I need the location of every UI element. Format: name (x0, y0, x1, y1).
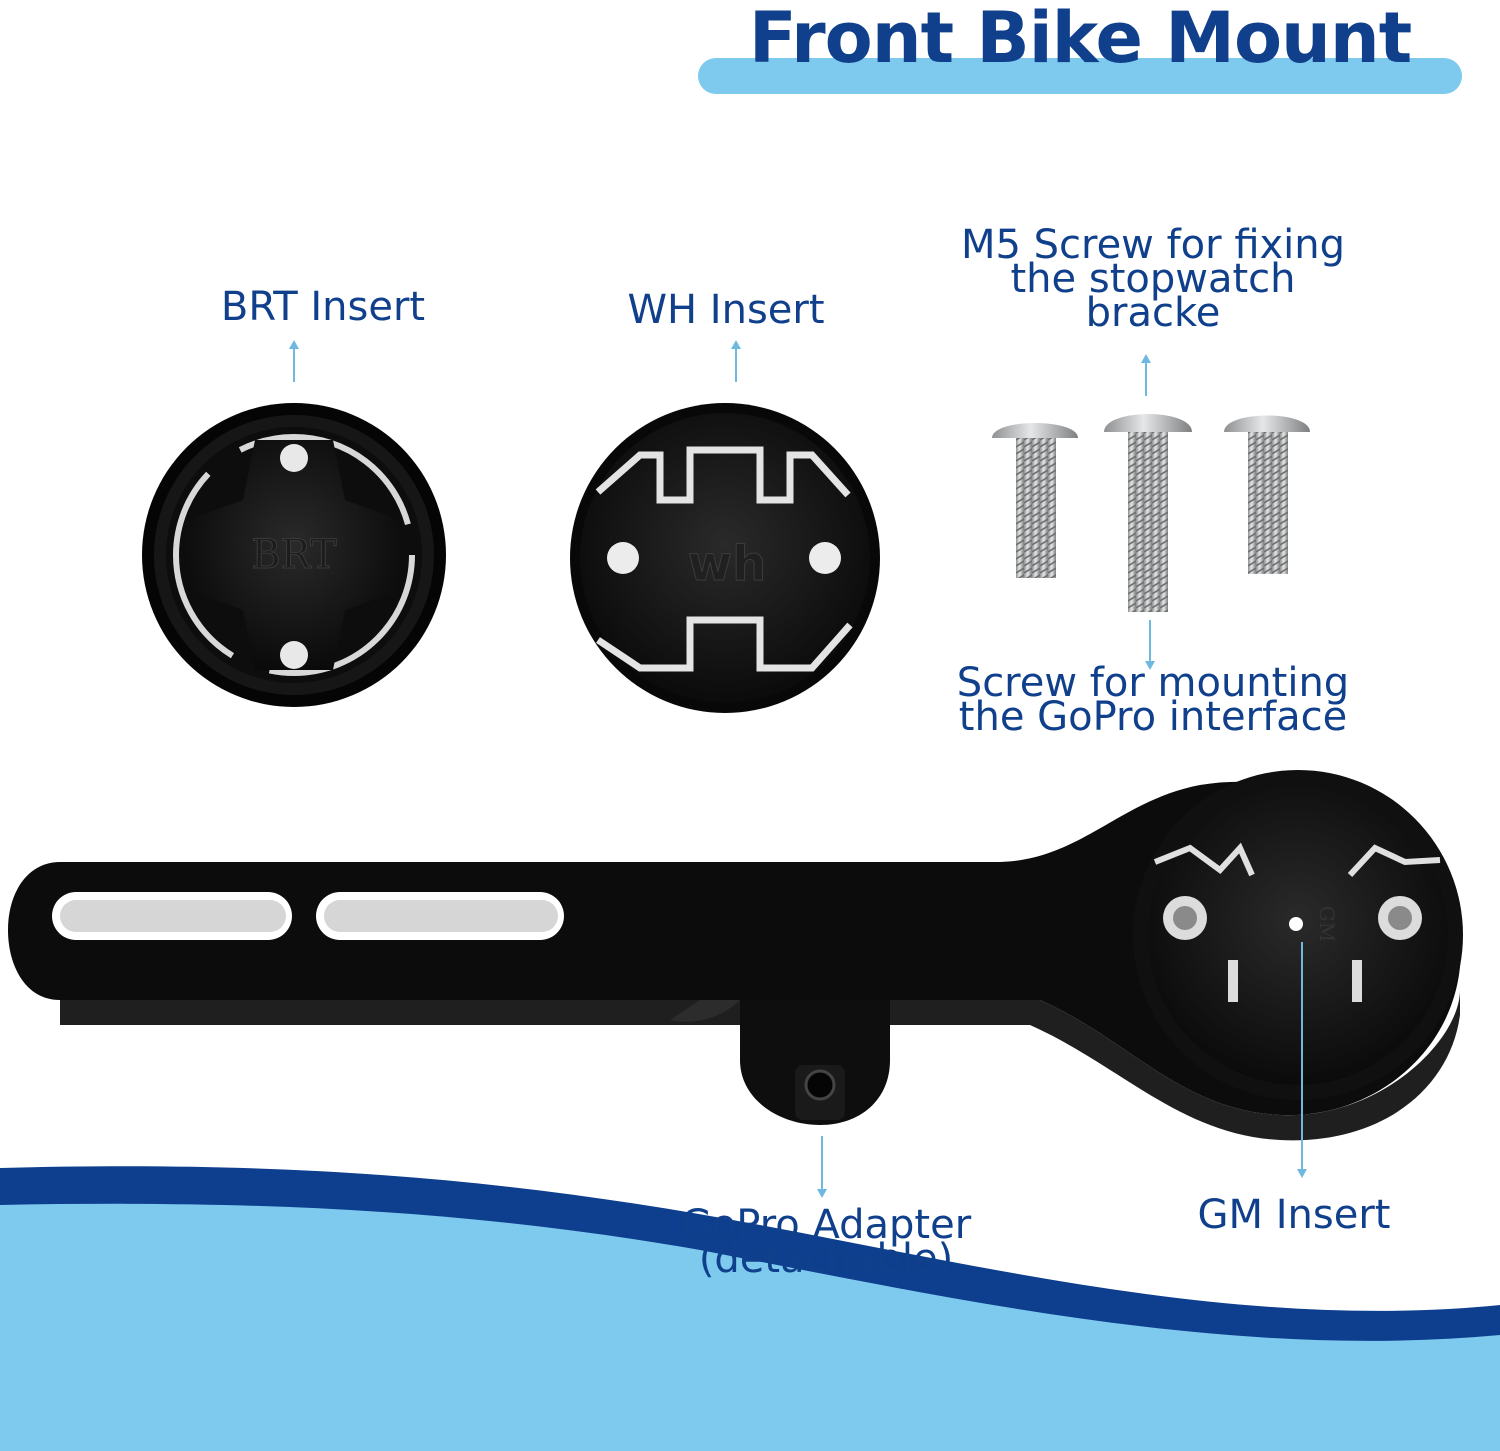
label-gopro-adapter: GoPro Adapter (detachable) (648, 1202, 1004, 1282)
label-gopro-adapter-line: GoPro Adapter (680, 1202, 972, 1248)
page-title: Front Bike Mount (698, 0, 1462, 96)
arrow-down-icon (1295, 942, 1309, 1180)
arrow-down-icon (1143, 620, 1157, 672)
label-gopro-screw: Screw for mounting the GoPro interface (910, 660, 1396, 740)
title-underline-bar (698, 58, 1462, 94)
background-wave (0, 1166, 1500, 1451)
bike-mount-arm-icon: GM (8, 770, 1463, 1141)
screw-icon (1224, 415, 1310, 574)
arrow-up-icon (1139, 352, 1153, 396)
arrow-down-icon (815, 1136, 829, 1200)
label-wh-insert: WH Insert (627, 287, 825, 333)
screw-icon (992, 423, 1078, 578)
title-text: Front Bike Mount (748, 0, 1412, 79)
screw-icon (1104, 414, 1192, 612)
label-gopro-adapter-line: (detachable) (698, 1236, 954, 1282)
arrow-up-icon (287, 338, 301, 382)
brt-insert-icon: BRT (142, 403, 446, 707)
label-m5-screw-line: the stopwatch (1010, 256, 1296, 302)
label-brt-insert: BRT Insert (220, 284, 426, 330)
wh-insert-icon: wh (570, 403, 880, 713)
label-m5-screw-line: bracke (1085, 290, 1221, 336)
label-m5-screw-line: M5 Screw for fixing (960, 222, 1346, 268)
svg-text:wh: wh (688, 536, 767, 592)
svg-text:BRT: BRT (251, 532, 337, 578)
label-m5-screw: M5 Screw for fixing the stopwatch bracke (922, 222, 1384, 336)
label-gm-insert: GM Insert (1197, 1192, 1391, 1238)
arrow-up-icon (729, 338, 743, 382)
label-gopro-screw-line: Screw for mounting (956, 660, 1350, 706)
svg-text:GM: GM (1315, 906, 1339, 942)
label-gopro-screw-line: the GoPro interface (958, 694, 1348, 740)
